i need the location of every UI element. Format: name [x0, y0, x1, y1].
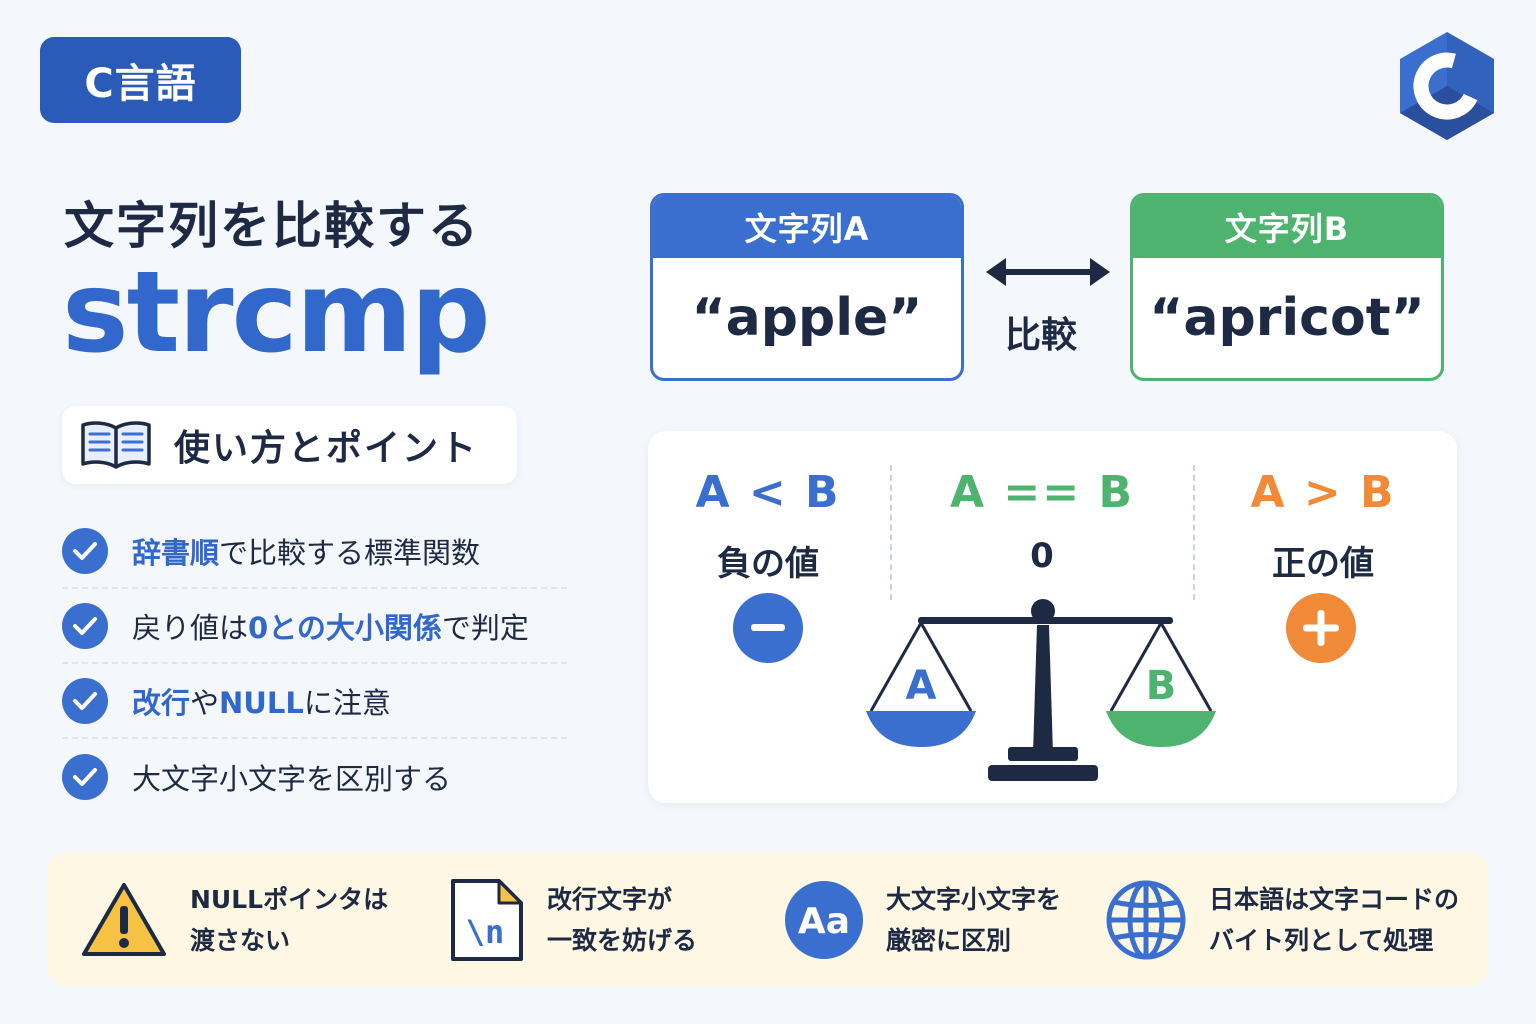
tip-line: 厳密に区別	[886, 925, 1012, 955]
tip-item: 日本語は文字コードのバイト列として処理	[1105, 853, 1459, 986]
svg-text:\n: \n	[466, 913, 505, 951]
point-text: で比較する標準関数	[219, 535, 481, 570]
double-arrow-icon	[986, 258, 1110, 286]
tip-item: NULLポインタは渡さない	[80, 853, 388, 986]
newline-file-icon: \n	[451, 878, 523, 961]
tip-line: 一致を妨げる	[547, 925, 698, 955]
point-text: で判定	[441, 610, 529, 645]
case-icon: Aa	[785, 880, 863, 959]
result-greater: A > B 正の値	[1203, 467, 1443, 585]
check-icon	[62, 677, 108, 724]
string-b-card: 文字列B “apricot”	[1130, 193, 1444, 381]
point-highlight: 辞書順	[132, 535, 220, 570]
result-value: 0	[1030, 536, 1054, 576]
point-text: 大文字小文字を区別する	[132, 761, 452, 796]
result-expression: A > B	[1250, 467, 1396, 518]
point-highlight: 改行	[132, 685, 191, 720]
c-language-logo-icon	[1400, 32, 1494, 140]
point-highlight: NULL	[219, 685, 304, 720]
point-text: 戻り値は	[132, 610, 249, 645]
check-icon	[62, 753, 108, 800]
howto-label: 使い方とポイント	[174, 428, 479, 469]
page-title-function: strcmp	[62, 248, 491, 378]
tip-item: \n 改行文字が一致を妨げる	[449, 853, 697, 986]
list-item: 辞書順で比較する標準関数	[62, 514, 567, 589]
check-icon	[62, 527, 108, 574]
result-expression: A == B	[950, 467, 1134, 518]
result-expression: A < B	[695, 467, 841, 518]
svg-text:Aa: Aa	[798, 901, 850, 942]
tip-item: Aa 大文字小文字を厳密に区別	[784, 853, 1061, 986]
result-panel: A < B 負の値 A == B 0 A > B 正の値 A B	[648, 431, 1457, 803]
string-a-header: 文字列A	[653, 196, 961, 258]
point-highlight: 0との大小関係	[248, 610, 442, 645]
tip-line: 渡さない	[190, 925, 291, 955]
tip-line: 改行文字が	[547, 884, 673, 914]
book-icon	[81, 421, 151, 469]
list-item: 戻り値は0との大小関係で判定	[62, 589, 567, 664]
language-badge-label: C言語	[84, 61, 197, 107]
result-value: 正の値	[1272, 544, 1374, 584]
divider	[1193, 465, 1195, 600]
plus-icon	[1286, 593, 1356, 663]
globe-icon	[1106, 880, 1186, 959]
tips-bar: NULLポインタは渡さない \n 改行文字が一致を妨げる Aa 大文字小文字を厳…	[47, 853, 1488, 986]
string-a-value: “apple”	[691, 288, 923, 348]
key-points-list: 辞書順で比較する標準関数 戻り値は0との大小関係で判定 改行やNULLに注意 大…	[62, 514, 567, 814]
language-badge: C言語	[40, 37, 241, 123]
point-text: や	[190, 685, 220, 720]
compare-label: 比較	[1005, 315, 1078, 356]
result-equal: A == B 0	[922, 467, 1162, 576]
tip-line: 大文字小文字を	[886, 884, 1062, 914]
check-icon	[62, 602, 108, 649]
howto-header: 使い方とポイント	[62, 406, 517, 484]
string-b-value: “apricot”	[1149, 288, 1425, 348]
string-a-card: 文字列A “apple”	[650, 193, 964, 381]
list-item: 大文字小文字を区別する	[62, 739, 567, 814]
tip-line: 日本語は文字コードの	[1209, 884, 1460, 914]
result-value: 負の値	[717, 544, 819, 584]
scale-left-label: A	[906, 663, 937, 709]
minus-icon	[733, 593, 803, 663]
balance-scale-icon: A B	[866, 599, 1216, 781]
result-less: A < B 負の値	[648, 467, 888, 585]
tip-line: バイト列として処理	[1209, 925, 1434, 955]
scale-right-label: B	[1146, 663, 1177, 709]
page-title-jp: 文字列を比較する	[64, 197, 480, 255]
list-item: 改行やNULLに注意	[62, 664, 567, 739]
point-text: に注意	[303, 685, 391, 720]
string-b-header: 文字列B	[1133, 196, 1441, 258]
warning-icon	[82, 882, 166, 956]
divider	[890, 465, 892, 600]
tip-line: NULLポインタは	[190, 884, 389, 914]
